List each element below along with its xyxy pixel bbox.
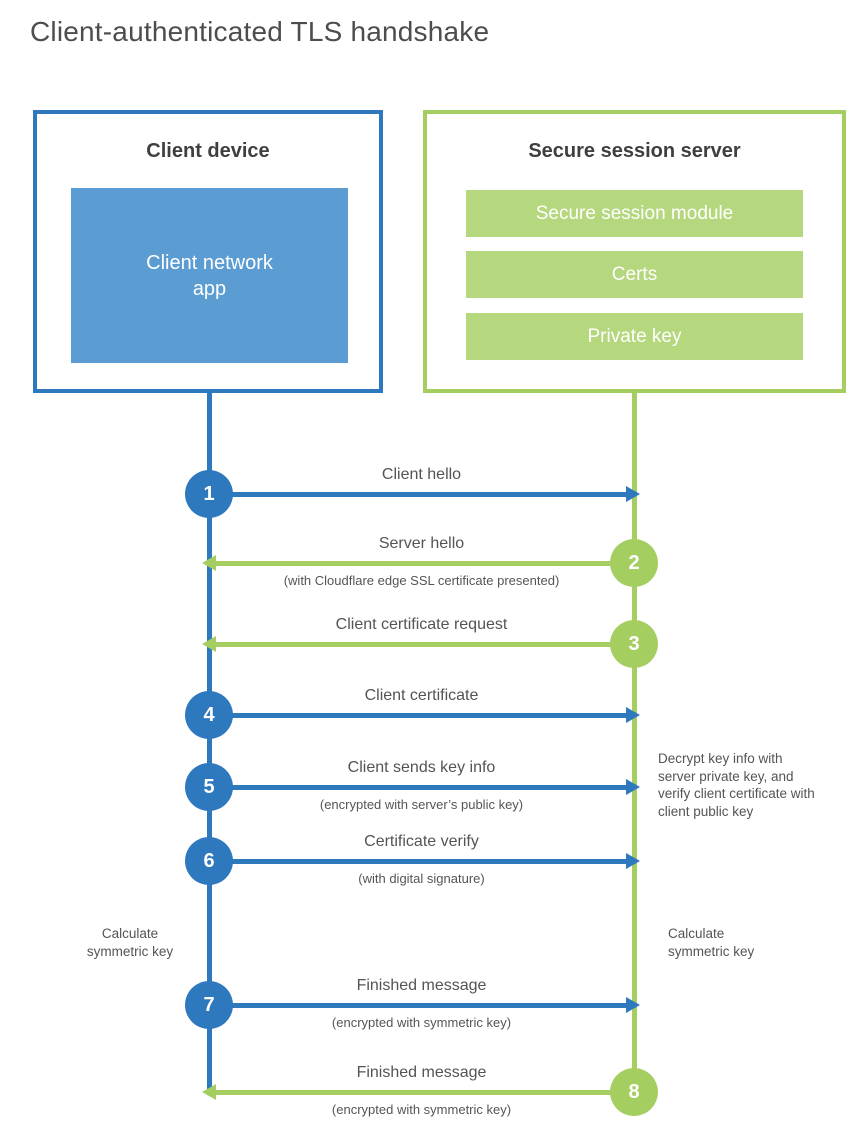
message-sublabel-6: (with digital signature): [358, 871, 485, 886]
client-network-app-label: Client network app: [146, 251, 273, 300]
arrow-left-8: [202, 1084, 612, 1100]
arrow-right-6: [231, 853, 640, 869]
arrowhead-left-icon: [202, 555, 216, 571]
step-circle-1: 1: [185, 470, 233, 518]
server-module-secure-session: Secure session module: [466, 190, 803, 237]
client-device-title: Client device: [146, 140, 270, 162]
message-row-2: Server hello (with Cloudflare edge SSL c…: [202, 533, 658, 595]
server-module-certs: Certs: [466, 251, 803, 298]
arrowhead-left-icon: [202, 636, 216, 652]
message-row-3: Client certificate request 3: [202, 614, 658, 676]
arrowhead-right-icon: [626, 997, 640, 1013]
message-sublabel-7: (encrypted with symmetric key): [331, 1015, 512, 1030]
message-row-8: Finished message (encrypted with symmetr…: [202, 1062, 658, 1124]
message-row-4: Client certificate 4: [185, 685, 640, 747]
message-label-2: Server hello: [378, 535, 465, 552]
calculate-symmetric-key-note-server: Calculate symmetric key: [668, 926, 755, 959]
server-lifeline: [632, 393, 637, 1092]
arrow-right-5: [231, 779, 640, 795]
server-module-private-key: Private key: [466, 313, 803, 360]
client-device-box: Client device Client network app: [33, 110, 383, 393]
arrowhead-right-icon: [626, 707, 640, 723]
message-label-4: Client certificate: [364, 687, 479, 704]
message-label-5: Client sends key info: [347, 759, 496, 776]
calculate-symmetric-key-note-client: Calculate symmetric key: [86, 926, 174, 959]
message-row-5: Client sends key info (encrypted with se…: [185, 757, 640, 819]
message-label-7: Finished message: [356, 977, 487, 994]
arrow-right-1: [231, 486, 640, 502]
message-label-3: Client certificate request: [335, 616, 508, 633]
step-circle-2: 2: [610, 539, 658, 587]
arrow-right-7: [231, 997, 640, 1013]
message-row-6: Certificate verify (with digital signatu…: [185, 831, 640, 893]
arrow-left-2: [202, 555, 612, 571]
arrowhead-right-icon: [626, 486, 640, 502]
message-row-1: Client hello 1: [185, 464, 640, 526]
message-sublabel-5: (encrypted with server’s public key): [319, 797, 524, 812]
step-circle-5: 5: [185, 763, 233, 811]
secure-session-server-box: Secure session server Secure session mod…: [423, 110, 846, 393]
arrow-right-4: [231, 707, 640, 723]
arrowhead-right-icon: [626, 779, 640, 795]
step-circle-4: 4: [185, 691, 233, 739]
message-sublabel-2: (with Cloudflare edge SSL certificate pr…: [283, 573, 560, 588]
step-circle-6: 6: [185, 837, 233, 885]
client-lifeline: [207, 393, 212, 1090]
message-label-8: Finished message: [356, 1064, 487, 1081]
arrow-left-3: [202, 636, 612, 652]
page-title: Client-authenticated TLS handshake: [30, 16, 490, 47]
step-circle-8: 8: [610, 1068, 658, 1116]
client-network-app-box: Client network app: [71, 188, 348, 363]
step-circle-7: 7: [185, 981, 233, 1029]
decrypt-key-note: Decrypt key info with server private key…: [658, 751, 815, 819]
secure-session-server-title: Secure session server: [528, 140, 741, 162]
message-label-1: Client hello: [381, 466, 462, 483]
message-sublabel-8: (encrypted with symmetric key): [331, 1102, 512, 1117]
message-row-7: Finished message (encrypted with symmetr…: [185, 975, 640, 1037]
arrowhead-right-icon: [626, 853, 640, 869]
step-circle-3: 3: [610, 620, 658, 668]
arrowhead-left-icon: [202, 1084, 216, 1100]
message-label-6: Certificate verify: [364, 833, 479, 850]
